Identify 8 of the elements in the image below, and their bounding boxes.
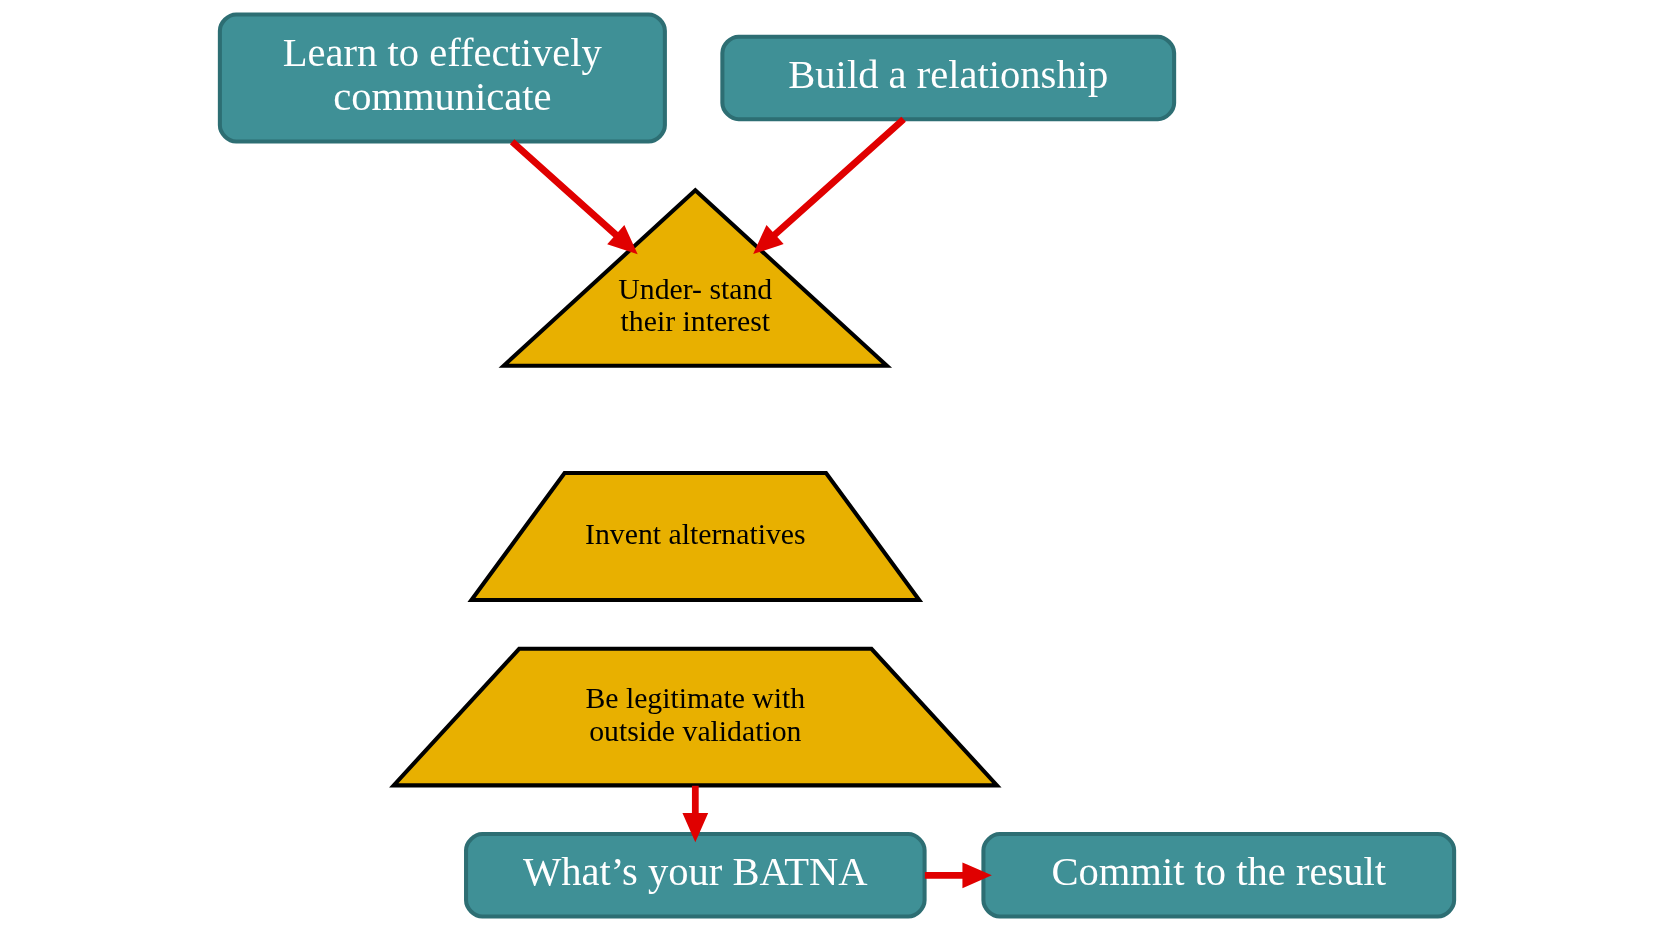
- arrow: [681, 785, 708, 842]
- arrow: [924, 861, 992, 888]
- arrow: [509, 138, 638, 254]
- node-box: Build a relationship: [719, 34, 1176, 121]
- arrow: [752, 116, 906, 254]
- node-box: Learn to effectively communicate: [217, 11, 667, 144]
- node-box: What’s your BATNA: [463, 831, 927, 919]
- node-box: Commit to the result: [980, 831, 1456, 919]
